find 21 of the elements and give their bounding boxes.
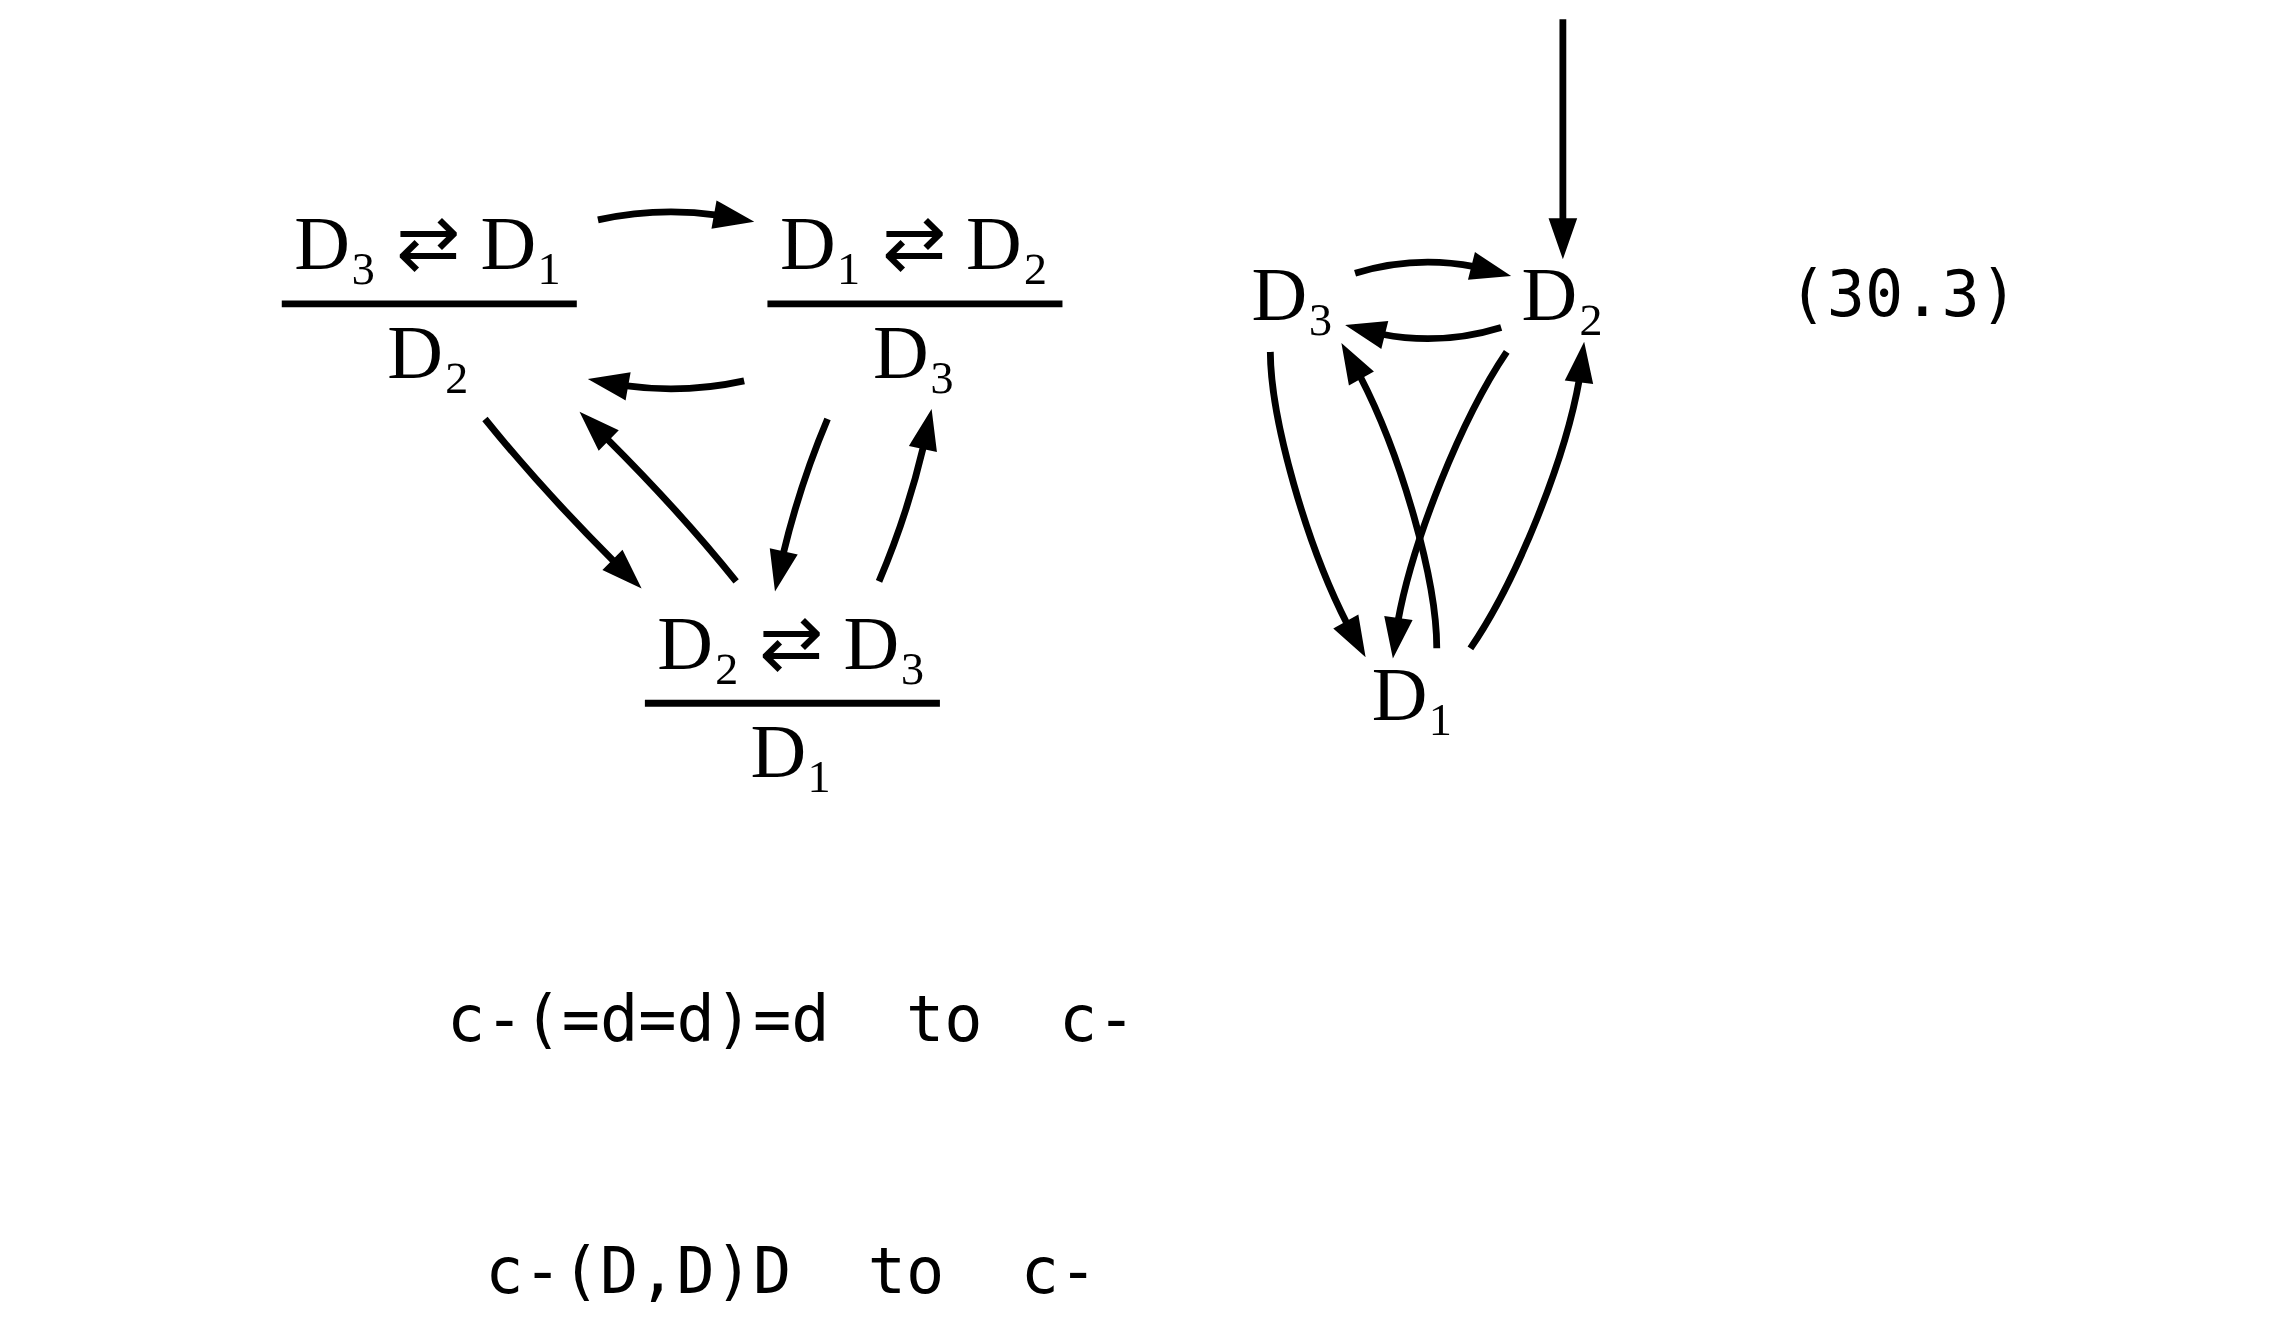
label: c-(=d=d)=d to c- bbox=[447, 982, 1136, 1057]
arrow bbox=[875, 408, 937, 583]
node-text: D₁ ⇄ D₂ D₃ bbox=[779, 200, 1049, 396]
label: c-(D,D)D to c- bbox=[485, 1234, 1098, 1309]
arrow bbox=[1467, 341, 1594, 651]
node-text: D₃ ⇄ D₁ D₂ bbox=[294, 200, 564, 396]
arrow bbox=[1341, 342, 1441, 649]
arrow bbox=[587, 372, 745, 401]
arrow bbox=[769, 417, 831, 592]
arrow bbox=[1266, 351, 1366, 658]
node-text: D₃ bbox=[1251, 251, 1335, 338]
node-text: D₂ bbox=[1521, 251, 1605, 338]
node-text: D₁ bbox=[1371, 650, 1455, 737]
arrow bbox=[482, 416, 642, 589]
arrow bbox=[1384, 350, 1510, 659]
arrow bbox=[1345, 321, 1503, 349]
arrow bbox=[597, 200, 755, 229]
node-text: D₂ ⇄ D₃ D₁ bbox=[657, 599, 927, 795]
label: (30.3) bbox=[1788, 257, 2019, 332]
arrow bbox=[1354, 252, 1512, 280]
arrow bbox=[579, 411, 739, 584]
